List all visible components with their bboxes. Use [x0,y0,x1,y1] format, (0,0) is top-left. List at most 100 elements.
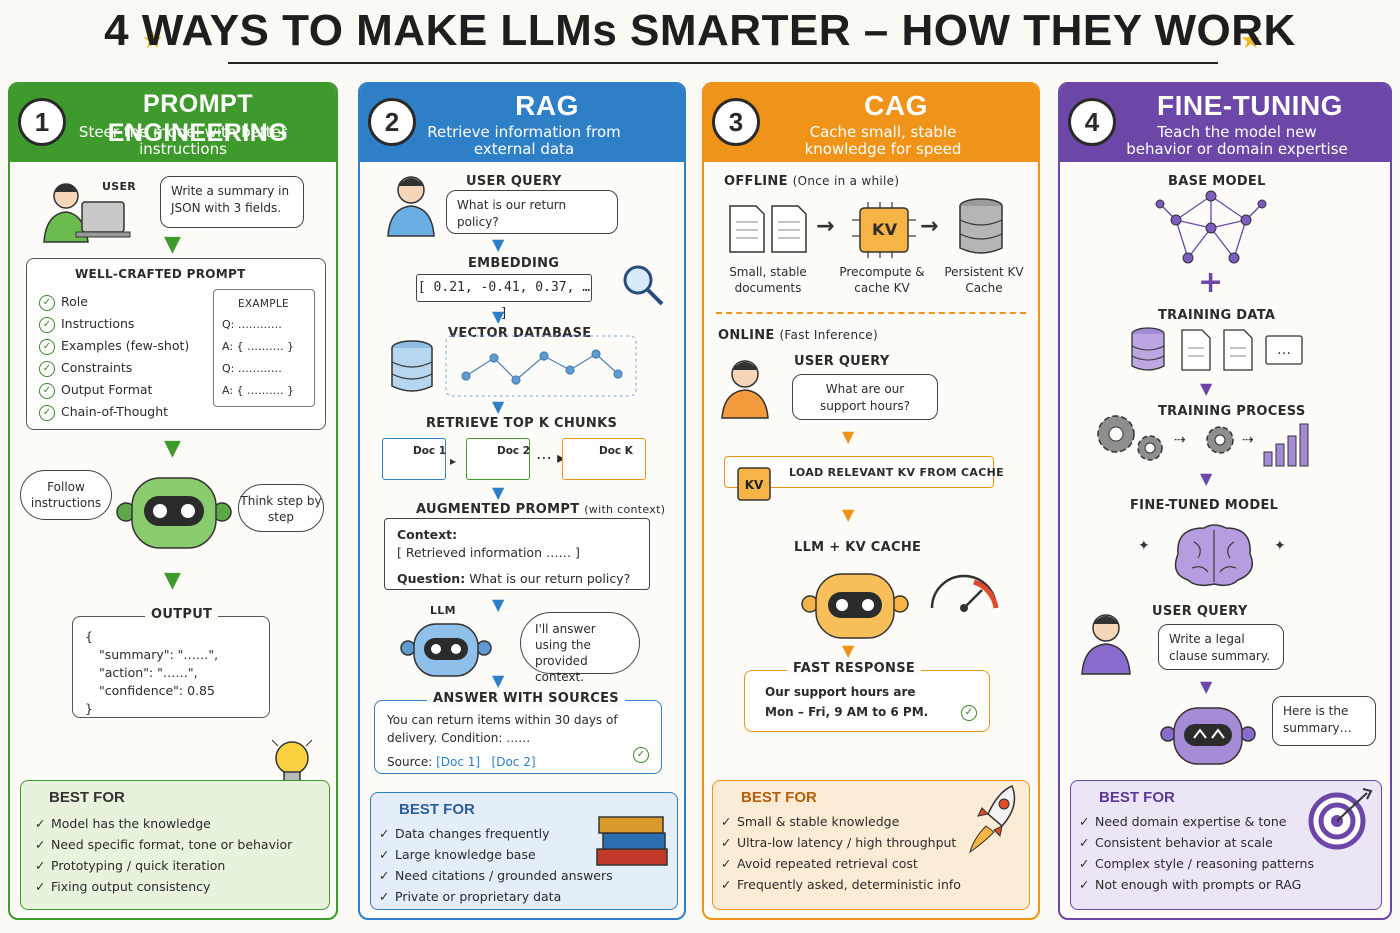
user-label: USER [102,180,137,193]
user-avatar-icon [387,176,435,237]
doc-label: Doc 1 [413,445,447,457]
check-icon: ✓ [961,705,977,721]
speedometer-icon [930,574,999,612]
down-arrow-icon: ▼ [492,235,505,254]
plus-sign: + [1198,265,1224,300]
offline-online-divider [716,312,1026,314]
section-subtitle: Cache small, stable knowledge for speed [804,123,962,158]
documents-icon [729,205,807,253]
user-query-label: USER QUERY [466,174,562,189]
svg-text:✦: ✦ [1138,538,1150,554]
well-crafted-prompt-box: WELL-CRAFTED PROMPT ✓Role ✓Instructions … [26,258,326,430]
best-for-item: ✓Need specific format, tone or behavior [35,837,293,852]
prompt-label: WELL-CRAFTED PROMPT [75,267,246,281]
vector-database-label: VECTOR DATABASE [448,326,592,341]
page-title: 4 WAYS TO MAKE LLMs SMARTER – HOW THEY W… [104,6,1296,55]
rocket-icon [969,785,1016,854]
down-arrow-icon: ▼ [1200,677,1213,696]
robot-reply-bubble: Here is the summary… [1272,696,1376,746]
doc-chunk: Doc K [562,438,646,480]
down-arrow-icon: ▼ [842,427,855,446]
doc-label: Doc 2 [497,445,531,457]
check-icon: ✓ [633,747,649,763]
fast-response-label: FAST RESPONSE [787,661,922,676]
best-for-list: ✓Data changes frequently ✓Large knowledg… [379,823,613,907]
example-box: EXAMPLE Q: ………… A: { ………. } Q: ………… A: {… [213,289,315,407]
svg-text:⇢: ⇢ [1242,432,1254,448]
best-for-item: ✓Frequently asked, deterministic info [721,877,961,892]
llm-label: LLM [430,604,456,617]
question-row: Question: What is our return policy? [397,571,631,586]
prompt-engineering-banner: 1 PROMPT ENGINEERING Steer the model wit… [10,84,336,162]
prompt-engineering-panel: 1 PROMPT ENGINEERING Steer the model wit… [8,82,338,920]
kv-chip-icon [852,202,916,258]
best-for-item: ✓Complex style / reasoning patterns [1079,856,1314,871]
best-for-heading: BEST FOR [1099,789,1175,806]
best-for-box: BEST FOR ✓Model has the knowledge ✓Need … [20,780,330,910]
output-box: OUTPUT { "summary": "……", "action": "……"… [72,607,270,718]
embedding-vector: [ 0.21, -0.41, 0.37, … ] [416,274,592,321]
kv-chip-label: KV [872,220,898,239]
books-icon [596,816,668,866]
cag-panel: 3 CAG Cache small, stable knowledge for … [702,82,1040,920]
step-number-badge: 3 [712,98,760,146]
fast-response-box: FAST RESPONSE Our support hours are Mon … [744,661,990,732]
ellipsis: ⋯ ▸ [536,448,566,467]
augmented-prompt-label: AUGMENTED PROMPT (with context) [416,502,666,517]
llm-thought-cloud: I'll answer using the provided context. [520,612,640,684]
checklist-item: ✓Constraints [39,357,189,379]
svg-text:KV: KV [745,478,764,492]
answer-box: ANSWER WITH SOURCES You can return items… [374,691,662,774]
training-data-label: TRAINING DATA [1158,308,1276,323]
best-for-item: ✓Need citations / grounded answers [379,868,613,883]
example-label: EXAMPLE [238,298,289,310]
thought-cloud-right: Think step by step [238,484,324,532]
down-arrow-icon: ▼ [492,595,505,614]
example-line: Q: ………… [222,362,282,375]
doc-chunk: Doc 1 [382,438,446,480]
title-underline [228,62,1218,64]
robot-icon [116,477,232,549]
user-query-label: USER QUERY [1152,604,1248,619]
cag-banner: 3 CAG Cache small, stable knowledge for … [704,84,1038,162]
best-for-item: ✓Prototyping / quick iteration [35,858,226,873]
star-icon: ★ [142,26,164,54]
user-avatar-icon [721,360,769,419]
output-label: OUTPUT [145,607,219,622]
context-value: [ Retrieved information …… ] [397,545,580,560]
section-subtitle: Teach the model new behavior or domain e… [1126,123,1348,158]
check-icon: ✓ [39,316,55,333]
step-number-badge: 1 [18,98,66,146]
best-for-item: ✓Model has the knowledge [35,816,211,831]
down-arrow-icon: ▼ [492,483,505,502]
best-for-item: ✓Consistent behavior at scale [1079,835,1273,850]
down-arrow-icon: ▼ [1200,379,1213,398]
svg-text:…: … [1277,342,1291,358]
load-kv-label: LOAD RELEVANT KV FROM CACHE [789,466,1004,479]
check-icon: ✓ [39,382,55,399]
best-for-heading: BEST FOR [49,789,125,806]
section-subtitle: Retrieve information from external data [427,123,621,158]
output-line: "confidence": 0.85 [99,683,215,698]
user-bubble: What is our return policy? [446,190,618,234]
best-for-item: ✓Not enough with prompts or RAG [1079,877,1302,892]
best-for-item: ✓Ultra-low latency / high throughput [721,835,957,850]
right-arrow-icon: → [920,214,939,239]
checklist-item: ✓Instructions [39,313,189,335]
user-avatar-icon [1081,614,1131,675]
section-title: PROMPT ENGINEERING [107,90,289,147]
context-label: Context: [397,527,458,542]
section-subtitle: Steer the model with better instructions [78,123,288,158]
down-arrow-icon: ▼ [492,397,505,416]
training-data-icon: … [1131,327,1303,371]
user-bubble: Write a summary in JSON with 3 fields. [160,176,304,228]
answer-text: You can return items within 30 days of [387,713,618,727]
star-icon: ★ [1240,26,1262,54]
fast-response-text: Our support hours are [765,685,916,699]
best-for-item: ✓Large knowledge base [379,847,536,862]
embedding-label: EMBEDDING [468,256,560,271]
user-laptop-icon [43,183,131,243]
brain-icon: ✦ ✦ [1138,524,1286,587]
user-bubble: Write a legal clause summary. [1158,624,1284,670]
checklist-item: ✓Examples (few-shot) [39,335,189,357]
